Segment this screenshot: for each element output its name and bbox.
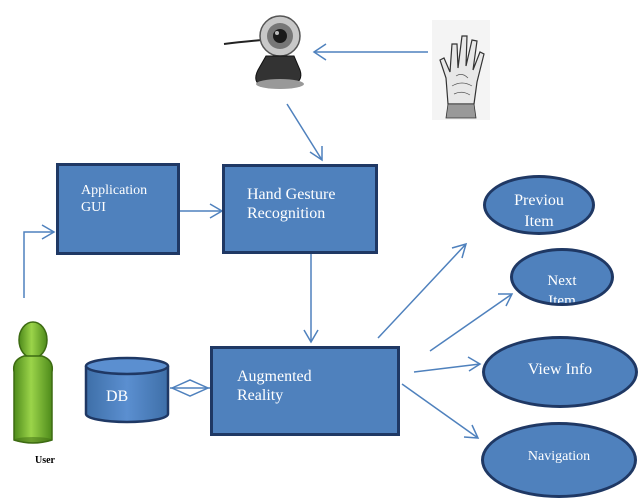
user-label: User bbox=[35, 455, 55, 466]
view-info-label: View Info bbox=[527, 361, 593, 378]
hand-sketch-icon bbox=[432, 20, 490, 120]
user-icon bbox=[12, 321, 54, 444]
arrow-webcam-to-hgr bbox=[286, 103, 323, 161]
prev-line2: Item bbox=[524, 213, 554, 230]
app-gui-line1: Application bbox=[81, 183, 148, 198]
next-line2: Item bbox=[548, 293, 576, 306]
webcam-icon bbox=[223, 15, 304, 89]
db-label: DB bbox=[106, 388, 129, 405]
database-icon bbox=[84, 356, 170, 424]
arrow-ar-to-view bbox=[413, 363, 481, 373]
hgr-line2: Recognition bbox=[247, 205, 326, 222]
application-gui-box: Application GUI bbox=[56, 163, 180, 255]
navigation-oval: Navigation bbox=[481, 422, 637, 498]
ar-line1: Augmented bbox=[237, 368, 312, 385]
ar-line2: Reality bbox=[237, 387, 284, 404]
augmented-reality-box: Augmented Reality bbox=[210, 346, 400, 436]
previous-item-oval: Previou Item bbox=[483, 175, 595, 235]
next-item-oval: Next Item bbox=[510, 248, 614, 306]
arrow-ar-to-next bbox=[429, 293, 513, 352]
hand-gesture-recognition-box: Hand Gesture Recognition bbox=[222, 164, 378, 254]
prev-line1: Previou bbox=[514, 192, 564, 209]
view-info-oval: View Info bbox=[482, 336, 638, 408]
arrow-ar-to-prev bbox=[377, 243, 467, 339]
arrow-user-to-app-gui bbox=[23, 231, 54, 298]
arrow-ar-to-nav bbox=[401, 383, 479, 439]
next-line1: Next bbox=[547, 273, 577, 289]
hgr-line1: Hand Gesture bbox=[247, 186, 336, 203]
app-gui-line2: GUI bbox=[81, 200, 106, 215]
navigation-label: Navigation bbox=[527, 449, 591, 464]
